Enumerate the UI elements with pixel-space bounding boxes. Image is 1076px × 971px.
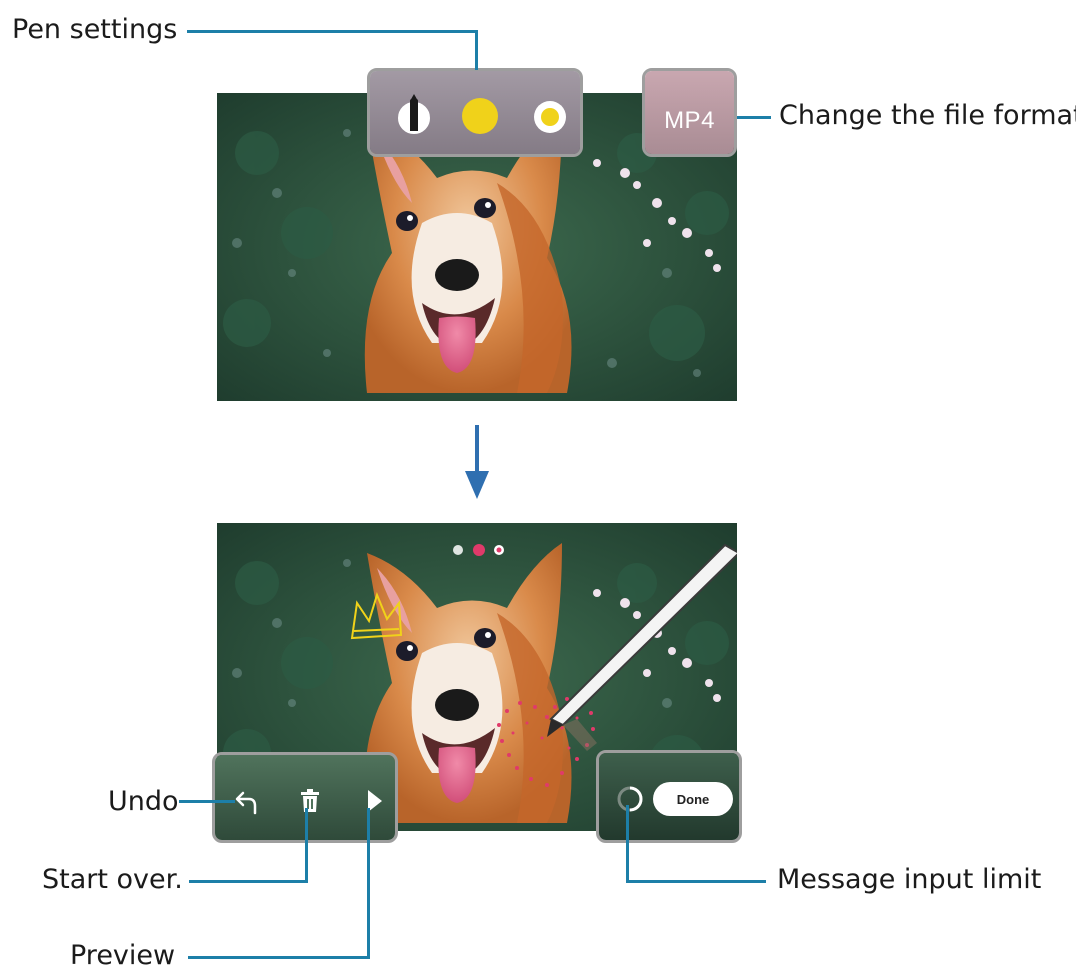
file-format-panel: MP4 (642, 68, 737, 157)
callout-line-preview (188, 956, 370, 959)
mp4-format-button[interactable]: MP4 (664, 107, 715, 134)
callout-line-format (737, 116, 771, 119)
s-pen-stylus (547, 543, 737, 751)
color-icon[interactable] (462, 98, 498, 134)
undo-icon[interactable] (233, 789, 263, 815)
save-controls-panel: Done (596, 750, 742, 843)
start-over-label: Start over. (42, 864, 183, 895)
callout-line-message-limit (626, 805, 629, 882)
callout-line-undo (179, 800, 235, 803)
play-icon[interactable] (365, 788, 385, 814)
thickness-icon[interactable] (534, 101, 566, 133)
change-format-label: Change the file format. (779, 100, 1076, 131)
callout-line-preview (367, 808, 370, 958)
preview-label: Preview (70, 940, 176, 971)
callout-line-start-over (189, 880, 308, 883)
callout-line-pen-settings (187, 30, 477, 33)
pen-settings-label: Pen settings (12, 14, 178, 45)
trash-icon[interactable] (299, 788, 321, 814)
message-limit-label: Message input limit (777, 864, 1042, 895)
crown-drawing (350, 592, 403, 640)
callout-line-pen-settings (475, 30, 478, 70)
progress-ring-icon (616, 785, 644, 813)
callout-line-message-limit (626, 880, 766, 883)
undo-label: Undo (108, 786, 179, 817)
mini-pen-toolbar (453, 544, 504, 556)
pen-settings-panel (367, 68, 583, 157)
done-button[interactable]: Done (653, 782, 733, 816)
callout-line-start-over (305, 808, 308, 882)
arrow-down-icon (463, 425, 491, 501)
edited-photo (217, 523, 737, 831)
pen-icon[interactable] (394, 93, 434, 137)
